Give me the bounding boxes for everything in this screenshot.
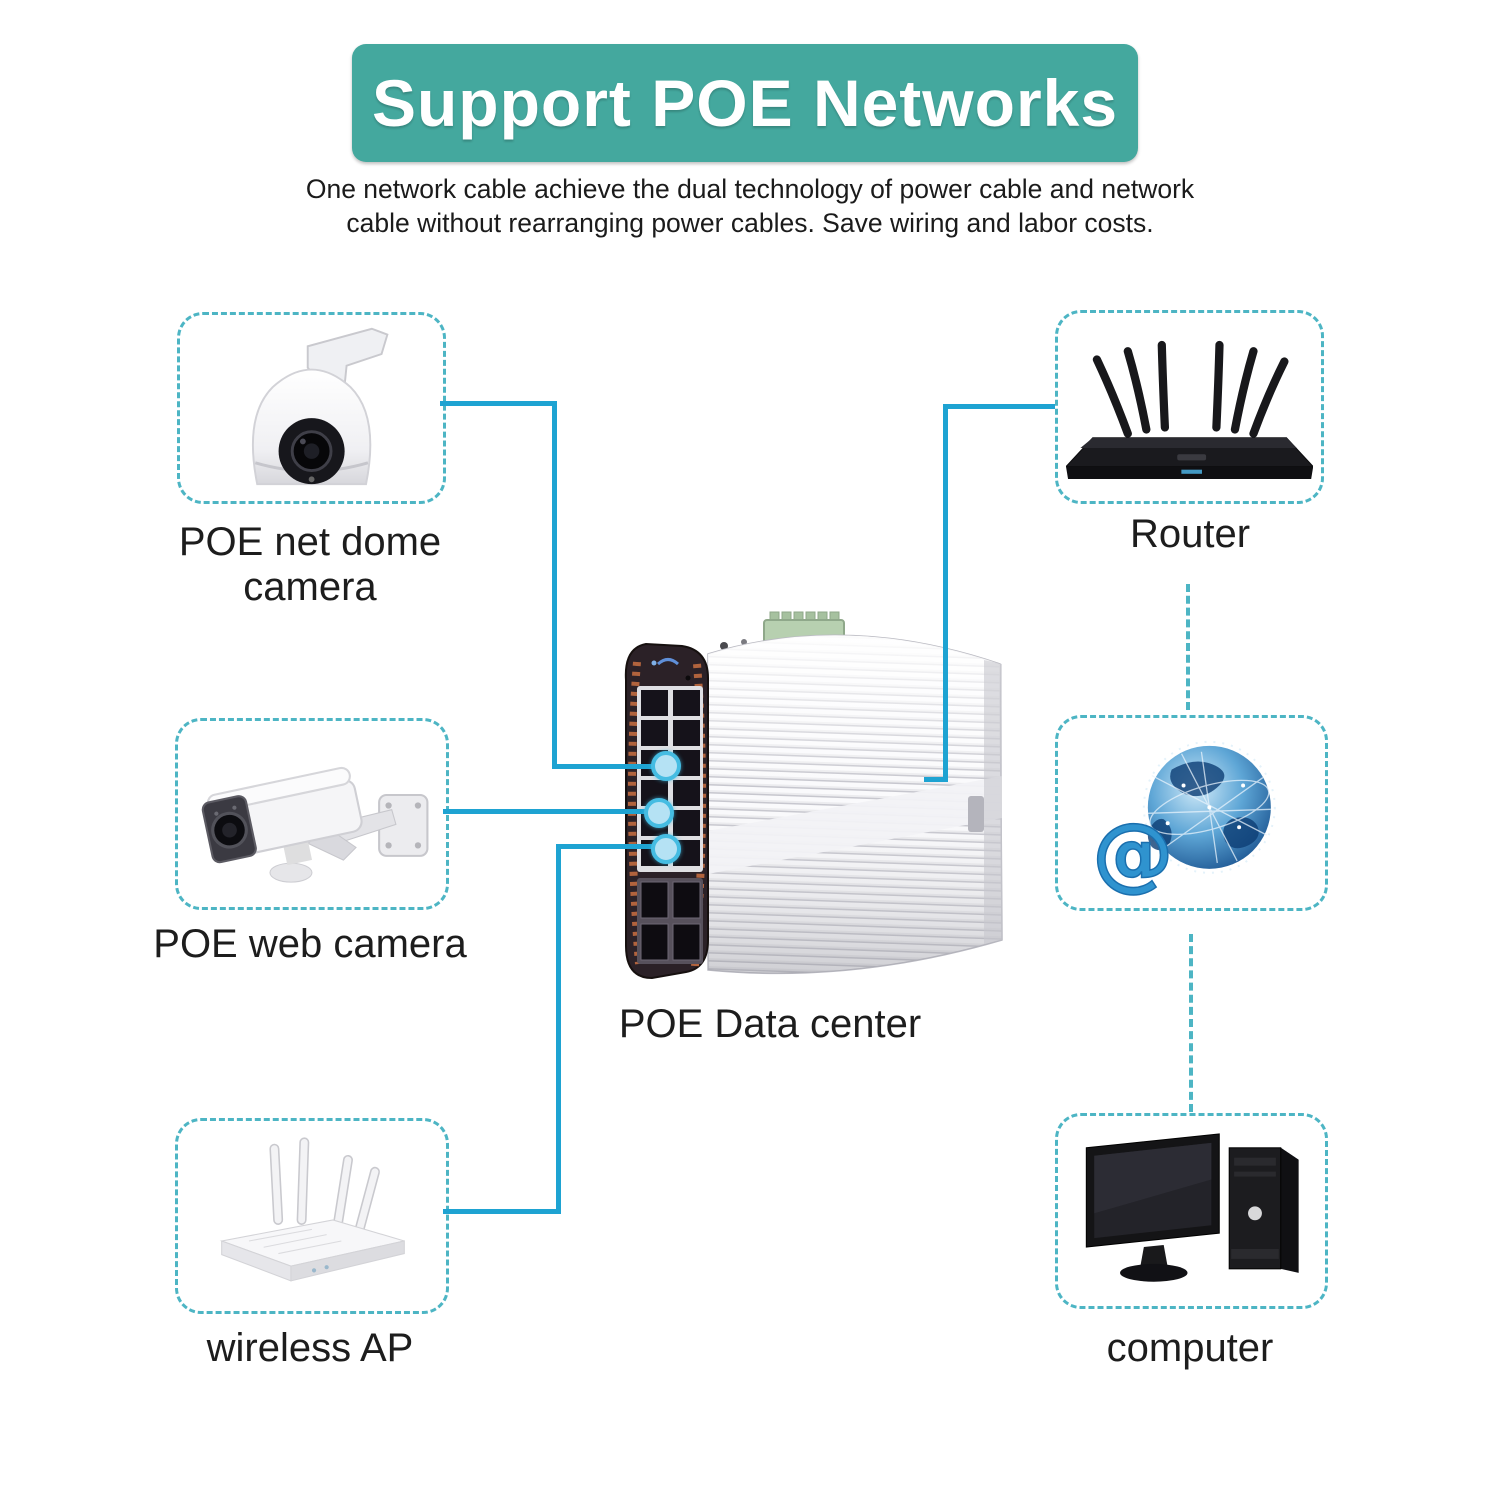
bullet-camera-icon	[201, 766, 429, 883]
subtitle-line2: cable without rearranging power cables. …	[346, 208, 1154, 238]
cable-ap-to-port	[556, 844, 668, 849]
poe-switch-image	[612, 606, 1012, 991]
poe-switch-icon	[624, 611, 1003, 980]
cable-webcam-to-port	[443, 809, 661, 814]
internet-globe-icon: @	[1092, 740, 1276, 901]
dome-camera-icon	[251, 327, 389, 485]
port-dot-1	[651, 751, 681, 781]
router-icon	[1065, 340, 1314, 479]
dome-camera-box	[177, 312, 446, 504]
cable-dome-v	[552, 401, 557, 769]
wireless-ap-icon	[219, 1137, 405, 1282]
wireless-ap-box	[175, 1118, 449, 1314]
cable-dome-to-port	[552, 764, 668, 769]
header-banner: Support POE Networks	[352, 44, 1138, 162]
router-label: Router	[1129, 512, 1251, 556]
cable-dome-h	[440, 401, 556, 406]
cable-ap-h	[443, 1209, 561, 1214]
cable-ap-v	[556, 844, 561, 1214]
cable-switch-h	[924, 777, 948, 782]
cable-switch-to-router	[943, 404, 1055, 409]
internet-box: @	[1055, 715, 1328, 911]
port-dot-3	[651, 834, 681, 864]
wireless-ap-label: wireless AP	[206, 1326, 414, 1370]
computer-label: computer	[1106, 1326, 1274, 1370]
at-symbol: @	[1092, 805, 1173, 900]
poe-switch-label: POE Data center	[618, 1002, 922, 1046]
dashed-link-internet-computer	[1189, 934, 1193, 1112]
subtitle: One network cable achieve the dual techn…	[0, 172, 1500, 240]
computer-box	[1055, 1113, 1328, 1309]
router-box	[1055, 310, 1324, 504]
page-title: Support POE Networks	[371, 66, 1119, 140]
dome-camera-label: POE net dome camera	[178, 520, 442, 609]
subtitle-line1: One network cable achieve the dual techn…	[305, 174, 1195, 204]
cable-switch-v	[943, 404, 948, 782]
dashed-link-router-internet	[1186, 584, 1190, 710]
web-camera-label: POE web camera	[153, 922, 467, 966]
port-dot-2	[644, 798, 674, 828]
web-camera-box	[175, 718, 449, 910]
computer-icon	[1085, 1133, 1299, 1282]
